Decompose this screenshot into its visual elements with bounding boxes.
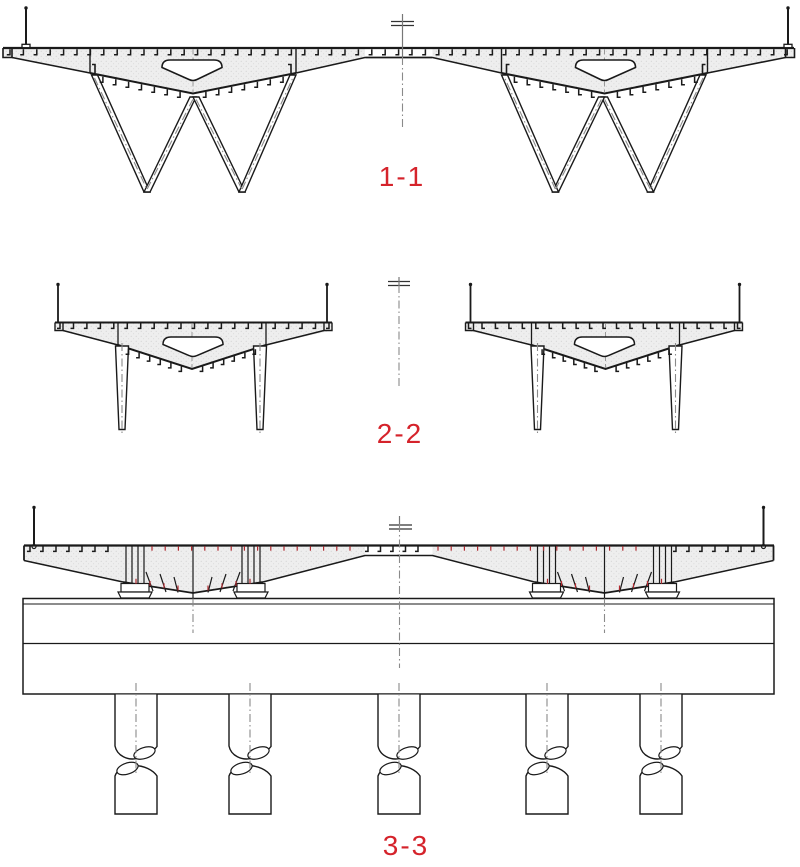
section-label-2-2: 2-2 (376, 418, 424, 449)
section-2-2-view (54, 277, 744, 434)
deck-top-ticks (6, 49, 788, 56)
deck-top-ticks-black (27, 546, 755, 553)
piles (114, 682, 683, 815)
section-label-3-3: 3-3 (382, 830, 430, 861)
symmetry-centerline (391, 14, 414, 130)
pier-cap (22, 597, 775, 695)
section-1-1-view (2, 6, 796, 193)
deck-top-ticks-red (151, 546, 637, 551)
symmetry-centerline (389, 516, 412, 668)
railing-post-left (21, 6, 31, 49)
section-3-3-view (22, 504, 775, 815)
section-label-1-1: 1-1 (378, 161, 426, 192)
railing-post-right (783, 6, 793, 49)
equals-mark-icon (389, 524, 412, 530)
symmetry-centerline (388, 277, 410, 388)
